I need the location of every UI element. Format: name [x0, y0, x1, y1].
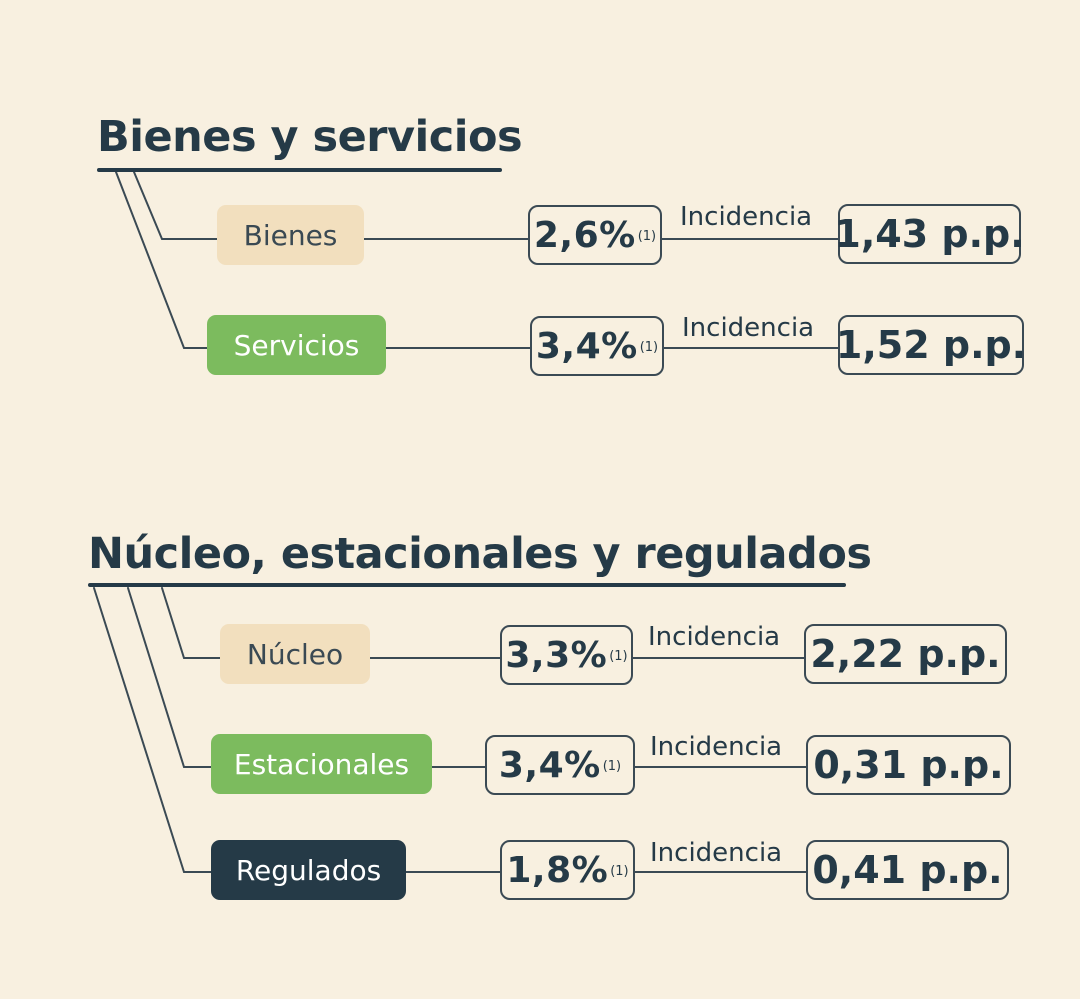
- percent-value: 3,4%: [498, 744, 601, 786]
- incidence-value-nucleo: 2,22 p.p.: [804, 624, 1007, 684]
- category-pill-nucleo: Núcleo: [220, 624, 370, 684]
- section-heading-bienes-servicios: Bienes y servicios: [97, 112, 523, 162]
- incidence-label: Incidencia: [650, 732, 783, 762]
- incidence-value-regulados: 0,41 p.p.: [806, 840, 1009, 900]
- incidence-label: Incidencia: [648, 622, 781, 652]
- footnote-marker: (1): [602, 758, 622, 774]
- percent-box-bienes: 2,6% (1): [528, 205, 662, 265]
- percent-box-estacionales: 3,4% (1): [485, 735, 635, 795]
- footnote-marker: (1): [609, 648, 628, 664]
- incidence-label: Incidencia: [680, 202, 813, 232]
- incidence-value-estacionales: 0,31 p.p.: [806, 735, 1011, 795]
- category-pill-estacionales: Estacionales: [211, 734, 432, 794]
- percent-value: 2,6%: [533, 214, 636, 256]
- category-pill-servicios: Servicios: [207, 315, 386, 375]
- heading-underline: [97, 168, 502, 172]
- incidence-label: Incidencia: [650, 838, 783, 868]
- tree-branch-regulados: [93, 587, 212, 873]
- category-pill-bienes: Bienes: [217, 205, 364, 265]
- tree-branch-nucleo: [161, 587, 221, 659]
- percent-box-nucleo: 3,3% (1): [500, 625, 633, 685]
- footnote-marker: (1): [639, 339, 659, 355]
- percent-value: 1,8%: [506, 849, 609, 891]
- percent-value: 3,3%: [505, 634, 608, 676]
- incidence-value-servicios: 1,52 p.p.: [836, 315, 1026, 375]
- category-pill-regulados: Regulados: [211, 840, 406, 900]
- heading-underline: [88, 583, 846, 587]
- percent-box-regulados: 1,8% (1): [500, 840, 635, 900]
- tree-branch-bienes: [133, 171, 218, 240]
- tree-branch-estacionales: [127, 587, 212, 768]
- footnote-marker: (1): [610, 863, 629, 879]
- tree-branch-servicios: [115, 171, 208, 349]
- section-heading-nucleo-estacionales-regulados: Núcleo, estacionales y regulados: [88, 529, 872, 579]
- footnote-marker: (1): [637, 228, 657, 244]
- incidence-label: Incidencia: [682, 313, 815, 343]
- percent-box-servicios: 3,4% (1): [530, 316, 664, 376]
- percent-value: 3,4%: [535, 325, 638, 367]
- incidence-value-bienes: 1,43 p.p.: [834, 204, 1025, 264]
